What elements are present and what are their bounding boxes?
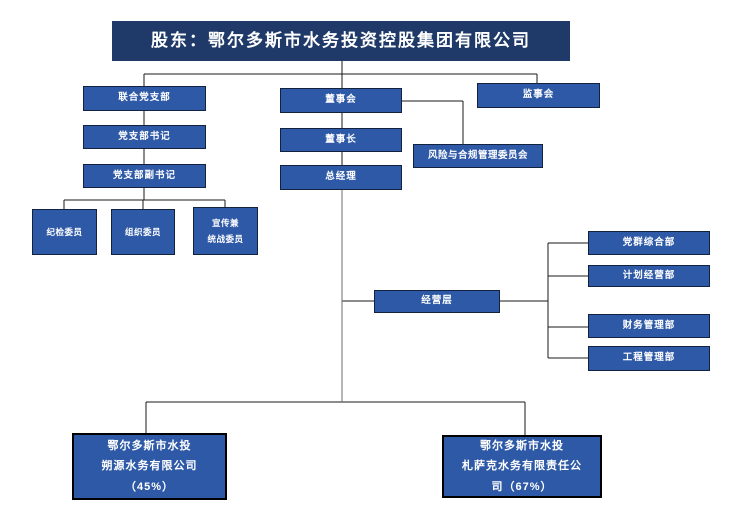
node-chairman: 董事长 — [280, 128, 402, 152]
node-discipline-inspection-member: 纪检委员 — [32, 209, 97, 255]
node-label: 董事长 — [325, 133, 357, 145]
node-subsidiary-zhasake: 鄂尔多斯市水投 札萨克水务有限责任公 司（67%） — [442, 435, 602, 498]
node-label: 组织委员 — [124, 226, 161, 237]
node-dept-financial-management: 财务管理部 — [588, 314, 710, 338]
node-label: 财务管理部 — [622, 319, 676, 331]
node-label-line: 统战委员 — [207, 234, 244, 244]
node-label: 党支部副书记 — [112, 169, 176, 181]
node-party-branch-deputy-secretary: 党支部副书记 — [83, 164, 206, 188]
node-label-line: 鄂尔多斯市水投 — [107, 439, 192, 452]
node-board-of-directors: 董事会 — [280, 88, 402, 113]
node-label: 工程管理部 — [622, 352, 676, 364]
node-propaganda-united-front-member: 宣传兼 统战委员 — [193, 207, 258, 255]
node-general-manager: 总经理 — [280, 165, 402, 190]
node-label: 党支部书记 — [118, 130, 171, 142]
node-label-line: 朔源水务有限公司 — [101, 460, 198, 473]
node-label: 计划经营部 — [622, 269, 676, 281]
shareholder-title-box: 股东：鄂尔多斯市水务投资控股集团有限公司 — [112, 21, 570, 61]
node-label-line: 札萨克水务有限责任公 — [462, 460, 582, 473]
node-organization-member: 组织委员 — [111, 209, 175, 255]
node-dept-planning-operations: 计划经营部 — [588, 265, 710, 287]
node-label: 董事会 — [325, 94, 357, 106]
node-dept-party-masses: 党群综合部 — [588, 231, 710, 255]
node-label-line: 司（67%） — [491, 480, 553, 493]
node-label-line: 鄂尔多斯市水投 — [480, 439, 564, 452]
node-label: 经营层 — [421, 295, 453, 307]
node-label: 监事会 — [522, 89, 555, 101]
node-label-line: 宣传兼 — [211, 217, 239, 228]
node-management-level: 经营层 — [374, 290, 500, 313]
node-subsidiary-shuoyuan: 鄂尔多斯市水投 朔源水务有限公司 （45%） — [72, 433, 227, 500]
node-dept-engineering-management: 工程管理部 — [588, 346, 710, 371]
node-label: 总经理 — [325, 171, 357, 183]
node-risk-compliance-committee: 风险与合规管理委员会 — [413, 144, 543, 168]
node-label: 纪检委员 — [46, 226, 83, 237]
node-label: 党群综合部 — [622, 236, 676, 248]
shareholder-title-label: 股东：鄂尔多斯市水务投资控股集团有限公司 — [151, 31, 531, 51]
node-supervisory-board: 监事会 — [477, 83, 600, 108]
node-joint-party-branch: 联合党支部 — [83, 86, 206, 111]
node-label-line: （45%） — [124, 480, 175, 493]
node-party-branch-secretary: 党支部书记 — [83, 125, 206, 149]
node-label: 联合党支部 — [118, 92, 171, 104]
node-label: 风险与合规管理委员会 — [427, 149, 528, 161]
